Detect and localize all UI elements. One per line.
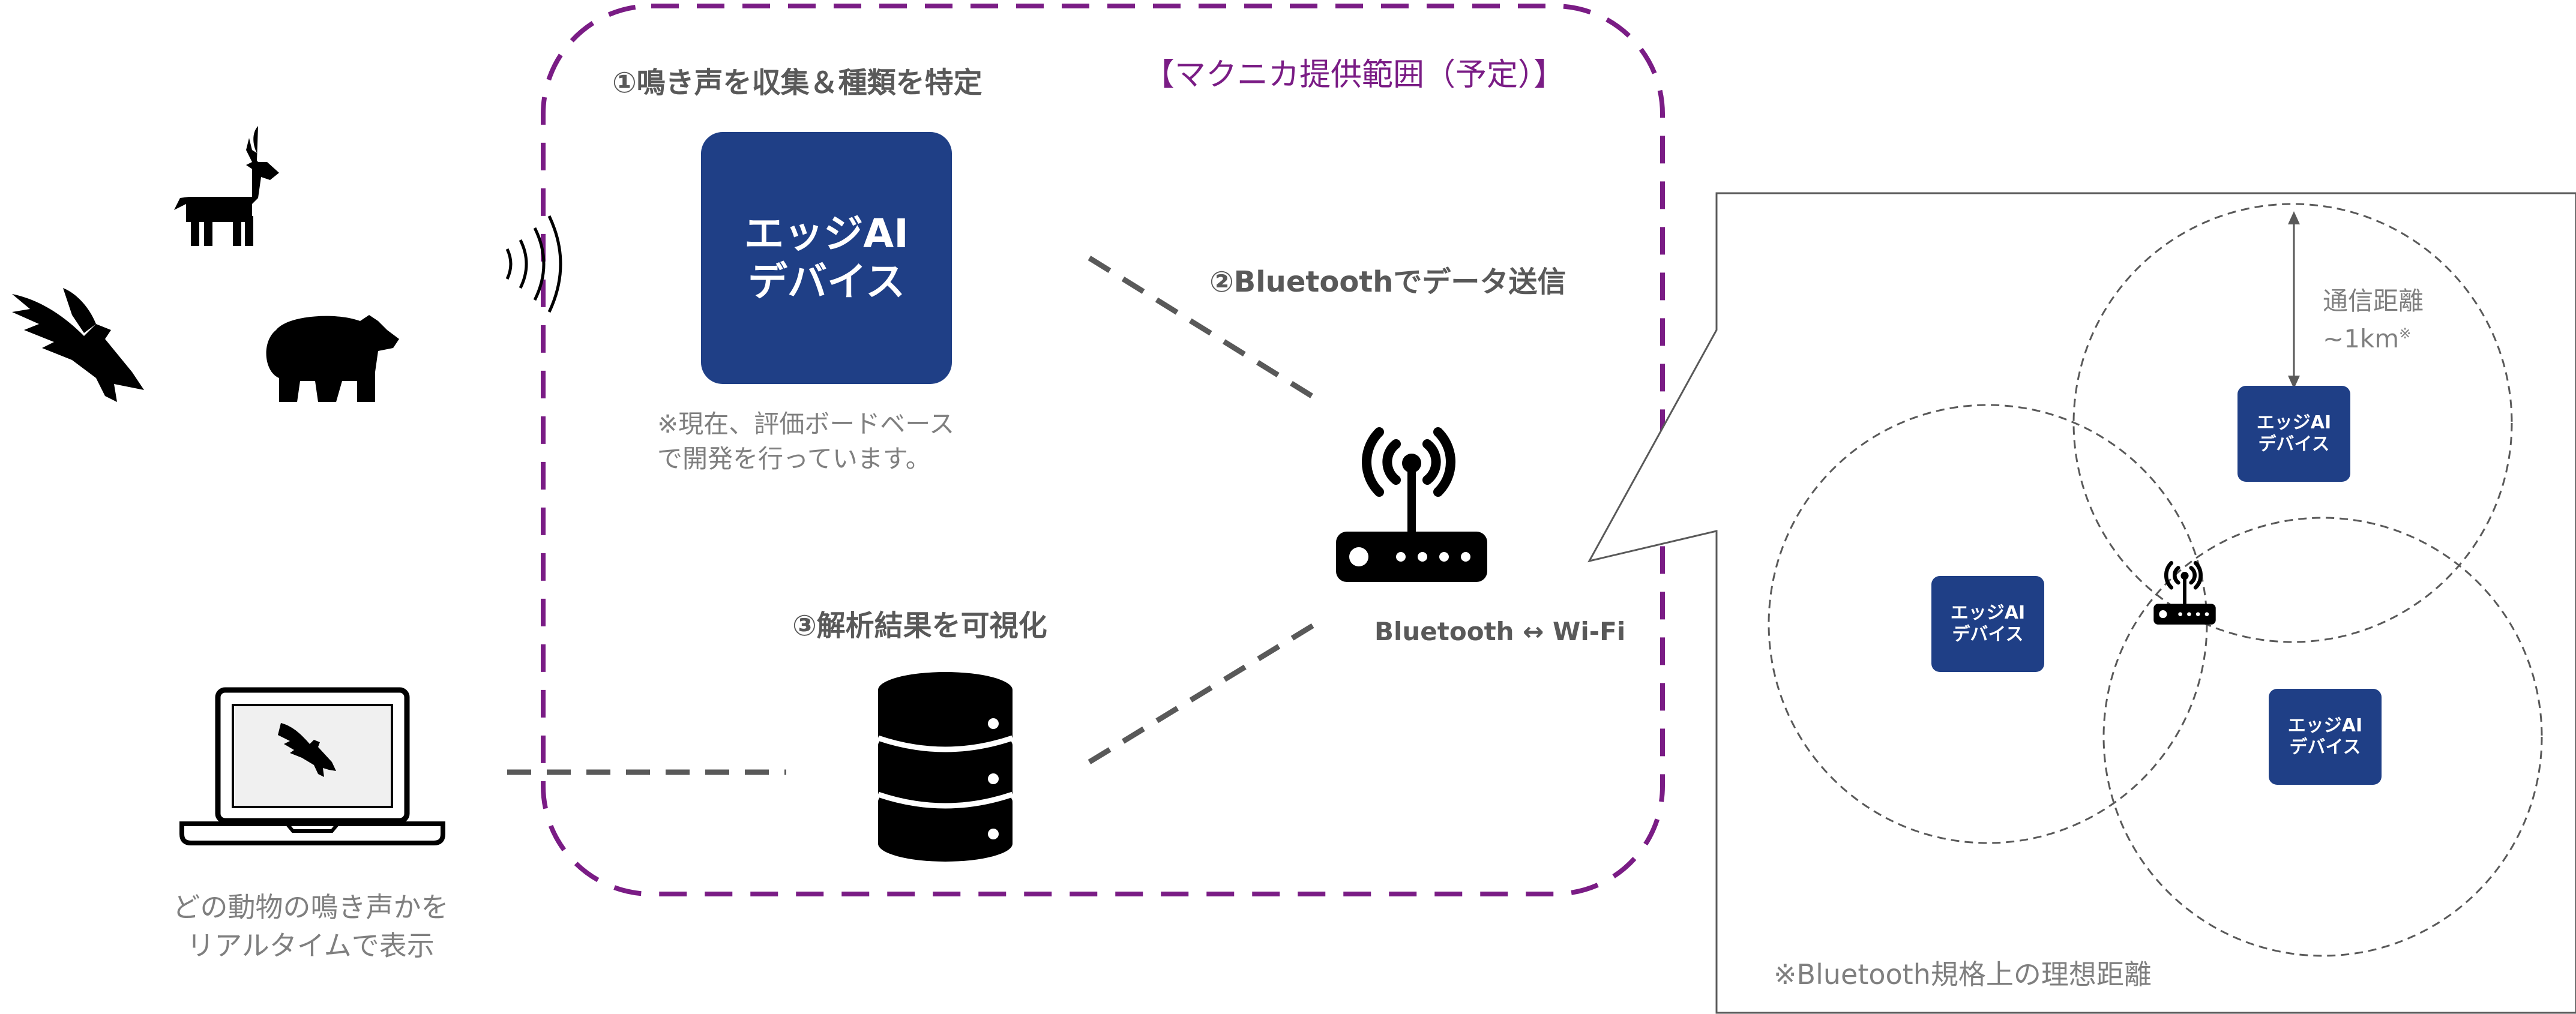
range-device-right: エッジAI デバイス bbox=[2269, 689, 2382, 785]
laptop-caption-line2: リアルタイムで表示 bbox=[187, 929, 435, 962]
step-collect-label: ①鳴き声を収集＆種類を特定 bbox=[612, 66, 983, 100]
sound-wave-icon bbox=[505, 215, 562, 313]
range-footnote: ※Bluetooth規格上の理想距離 bbox=[1774, 958, 2152, 991]
eagle-icon bbox=[12, 288, 144, 402]
edge-ai-device: エッジAI デバイス bbox=[701, 132, 952, 384]
router-to-database-line bbox=[1088, 619, 1322, 764]
edge-ai-device-line1: エッジAI bbox=[744, 211, 909, 257]
laptop-caption: どの動物の鳴き声かを リアルタイムで表示 bbox=[147, 888, 474, 965]
edge-ai-device-line2: デバイス bbox=[747, 259, 905, 305]
distance-value-text: ~1km bbox=[2323, 324, 2400, 353]
device-to-router-line bbox=[1088, 256, 1325, 406]
range-circle-top bbox=[2072, 203, 2513, 643]
database-icon bbox=[877, 672, 1014, 862]
range-device-right-line2: デバイス bbox=[2289, 737, 2361, 758]
board-note-line1: ※現在、評価ボードベース bbox=[657, 409, 955, 439]
step-send-label: ②Bluetoothでデータ送信 bbox=[1209, 265, 1566, 299]
range-device-top-line1: エッジAI bbox=[2256, 412, 2332, 433]
range-callout-frame bbox=[1587, 192, 2576, 1014]
laptop-icon bbox=[179, 687, 445, 845]
laptop-caption-line1: どの動物の鳴き声かを bbox=[172, 891, 449, 923]
range-circle-right bbox=[2102, 517, 2543, 957]
board-note: ※現在、評価ボードベース で開発を行っています。 bbox=[657, 407, 954, 476]
range-device-left-line1: エッジAI bbox=[1950, 602, 2026, 623]
scope-label: 【マクニカ提供範囲（予定）】 bbox=[1143, 57, 1565, 93]
range-device-left: エッジAI デバイス bbox=[1931, 576, 2044, 672]
router-label: Bluetooth ↔ Wi-Fi bbox=[1374, 617, 1626, 646]
step-visualize-label: ③解析結果を可視化 bbox=[792, 609, 1047, 643]
range-device-top-line2: デバイス bbox=[2258, 434, 2330, 455]
wifi-router-icon bbox=[1336, 427, 1487, 582]
distance-note-mark: ※ bbox=[2399, 325, 2412, 342]
range-device-top: エッジAI デバイス bbox=[2237, 386, 2350, 482]
distance-label: 通信距離 ~1km※ bbox=[2323, 285, 2424, 355]
small-router-icon bbox=[2153, 560, 2216, 625]
range-device-right-line1: エッジAI bbox=[2287, 715, 2363, 736]
bear-icon bbox=[266, 315, 399, 402]
board-note-line2: で開発を行っています。 bbox=[657, 444, 931, 473]
range-device-left-line2: デバイス bbox=[1952, 624, 2024, 645]
distance-value: ~1km※ bbox=[2323, 317, 2424, 355]
laptop-screen-eagle bbox=[278, 723, 336, 777]
deer-icon bbox=[174, 126, 279, 246]
distance-label-title: 通信距離 bbox=[2323, 286, 2424, 316]
